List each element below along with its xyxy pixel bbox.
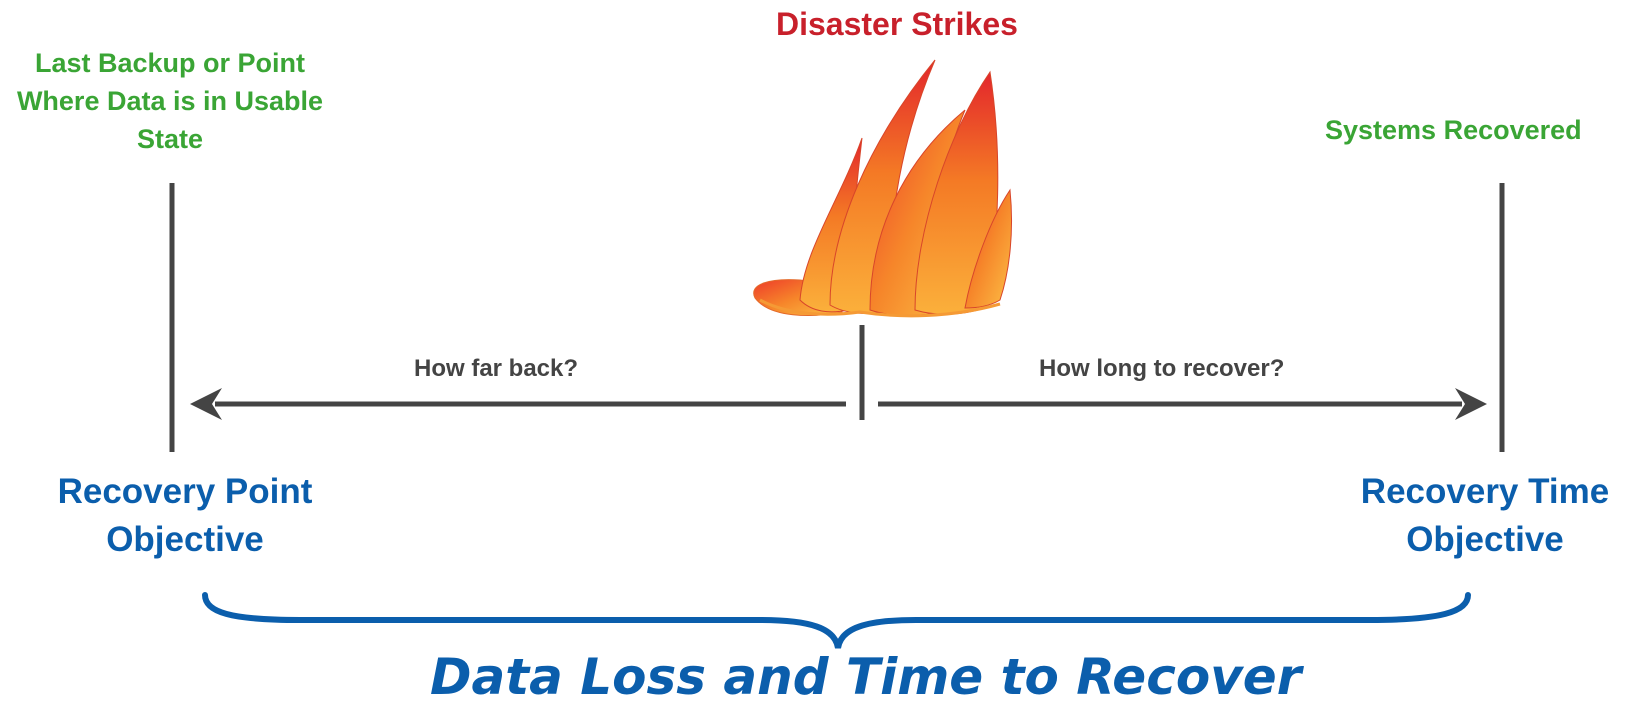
disaster-strikes-label: Disaster Strikes [776, 6, 1018, 42]
rpo-line-2: Objective [106, 520, 264, 559]
rto-line-2: Objective [1406, 520, 1564, 559]
last-backup-line-3: State [136, 124, 204, 154]
how-far-back-arrow [190, 388, 846, 420]
how-long-label: How long to recover? [1039, 355, 1285, 382]
last-backup-line-1: Last Backup or Point [34, 48, 306, 78]
rpo-line-1: Recovery Point [57, 472, 313, 511]
rto-line-1: Recovery Time [1360, 472, 1610, 511]
fire-icon [753, 59, 1013, 318]
recovery-point-objective-label: Recovery Point Objective [20, 468, 350, 564]
last-backup-line-2: Where Data is in Usable [16, 86, 324, 116]
summary-brace [202, 592, 1471, 649]
last-backup-label: Last Backup or Point Where Data is in Us… [0, 44, 340, 158]
recovery-time-objective-label: Recovery Time Objective [1345, 468, 1625, 564]
systems-recovered-label: Systems Recovered [1325, 115, 1582, 145]
how-far-back-label: How far back? [414, 355, 579, 382]
diagram-caption: Data Loss and Time to Recover [430, 648, 1302, 706]
how-long-arrow [878, 388, 1487, 420]
